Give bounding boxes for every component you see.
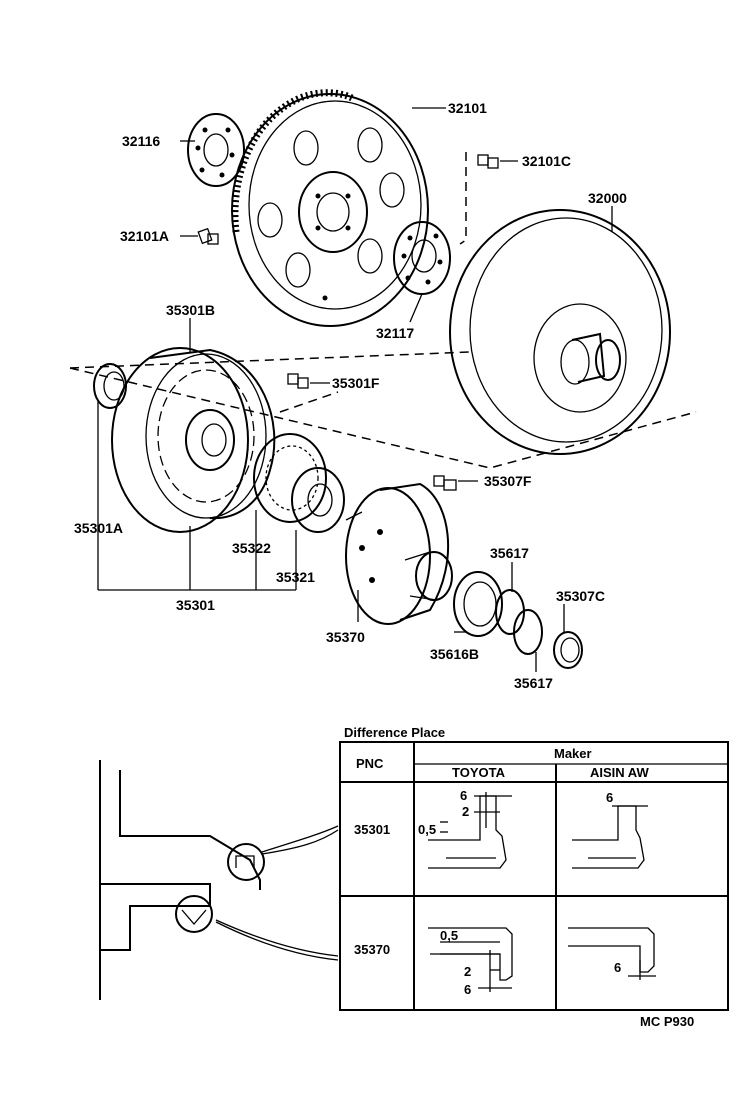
dim-r2-toyota-05: 0,5 (440, 928, 458, 943)
leader-lines (97, 107, 613, 672)
label-35617-top: 35617 (490, 545, 529, 561)
label-35301F: 35301F (332, 375, 380, 391)
table-caption: Difference Place (344, 725, 445, 740)
label-32101A: 32101A (120, 228, 169, 244)
dim-r1-toyota-2: 2 (462, 804, 469, 819)
row-pnc-35301: 35301 (354, 822, 390, 837)
oil-seal-35301A (93, 363, 127, 409)
toyota-header: TOYOTA (452, 765, 506, 780)
drive-gear-35321 (291, 467, 345, 533)
pnc-header: PNC (356, 756, 384, 771)
sketch-35370-toyota (428, 927, 513, 992)
label-35307F: 35307F (484, 473, 532, 489)
bolt-32101C (477, 154, 499, 169)
bolt-35301F (287, 373, 309, 389)
alignment-line-bottom (69, 367, 697, 469)
sketch-35301-aisin (572, 805, 648, 869)
difference-table (339, 741, 729, 1011)
oil-seal-35307C (553, 631, 583, 669)
drive-plate-32101 (231, 89, 429, 327)
bolt-35307F (433, 475, 457, 491)
label-35301B: 35301B (166, 302, 215, 318)
sketch-35301-toyota (428, 792, 512, 869)
label-32117: 32117 (376, 325, 414, 341)
detail-circle-35370 (175, 895, 213, 933)
label-35307C: 35307C (556, 588, 605, 604)
dim-r2-aisin-6: 6 (614, 960, 621, 975)
label-32101: 32101 (448, 100, 487, 116)
pump-body-35301 (111, 347, 276, 533)
spacer-plate-32116 (187, 113, 245, 187)
stator-support-35370 (345, 482, 453, 625)
alignment-line-top (69, 351, 471, 369)
row-pnc-35370: 35370 (354, 942, 390, 957)
aisin-header: AISIN AW (590, 765, 649, 780)
label-32101C: 32101C (522, 153, 571, 169)
dim-r1-toyota-6: 6 (460, 788, 467, 803)
seal-ring-35617 (495, 589, 543, 655)
label-32000: 32000 (588, 190, 627, 206)
dim-r1-aisin-6: 6 (606, 790, 613, 805)
label-35301A: 35301A (74, 520, 123, 536)
detail-circle-35301 (227, 843, 265, 881)
label-35616B: 35616B (430, 646, 479, 662)
label-35322: 35322 (232, 540, 271, 556)
maker-header: Maker (554, 746, 592, 761)
label-35301: 35301 (176, 597, 215, 613)
section-detail-view (99, 760, 339, 1000)
dim-r1-toyota-05: 0,5 (418, 822, 436, 837)
label-32116: 32116 (122, 133, 160, 149)
torque-converter-32000 (449, 209, 671, 455)
spacer-plate-32117 (393, 221, 451, 295)
label-35617-bottom: 35617 (514, 675, 553, 691)
catalog-code: MC P930 (640, 1014, 694, 1029)
label-35370: 35370 (326, 629, 365, 645)
bolt-32101A (197, 227, 219, 245)
thrust-washer-35616B (453, 571, 503, 637)
driven-gear-35322 (253, 433, 327, 523)
dim-r2-toyota-6: 6 (464, 982, 471, 997)
sketch-35370-aisin (568, 927, 656, 980)
label-35321: 35321 (276, 569, 315, 585)
dim-r2-toyota-2: 2 (464, 964, 471, 979)
